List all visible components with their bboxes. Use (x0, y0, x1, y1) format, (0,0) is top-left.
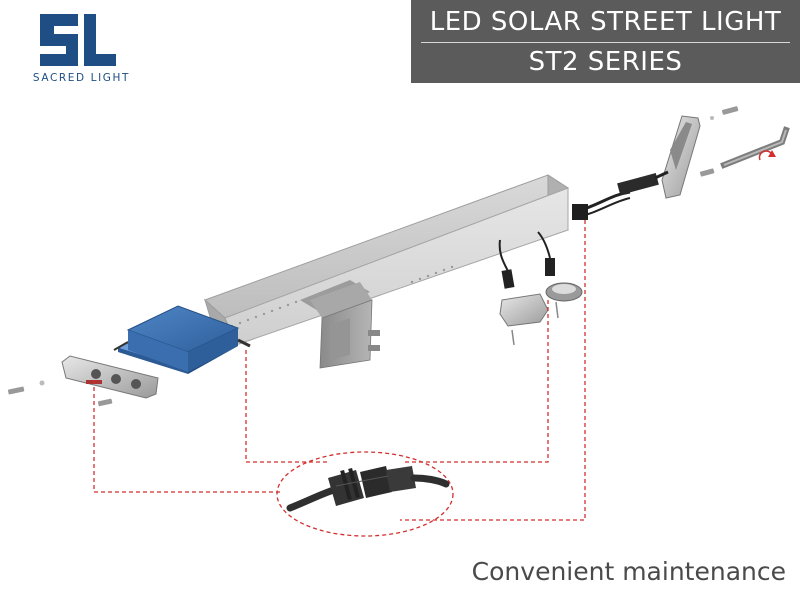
connection-lines (93, 220, 586, 537)
page-title: LED SOLAR STREET LIGHT (429, 7, 782, 37)
sl-logo-icon (40, 14, 116, 66)
brand-name: SACRED LIGHT (32, 72, 131, 84)
waterproof-connector (286, 466, 450, 512)
hex-key-icon (720, 126, 790, 169)
title-divider (421, 42, 790, 43)
left-end-cap (61, 355, 159, 399)
caption: Convenient maintenance (471, 557, 786, 586)
sensor-module (537, 231, 583, 319)
battery-box (113, 305, 251, 374)
rotate-arrow-icon (758, 150, 776, 161)
title-banner: LED SOLAR STREET LIGHT ST2 SERIES (411, 0, 800, 83)
screw-icon (7, 380, 113, 407)
series-title: ST2 SERIES (528, 47, 683, 77)
right-cable (572, 170, 669, 220)
driver-module (498, 239, 549, 346)
screw-icon (699, 106, 739, 177)
pole-bracket (310, 282, 380, 369)
right-end-cap (661, 115, 701, 199)
brand-logo: SACRED LIGHT (14, 12, 149, 90)
